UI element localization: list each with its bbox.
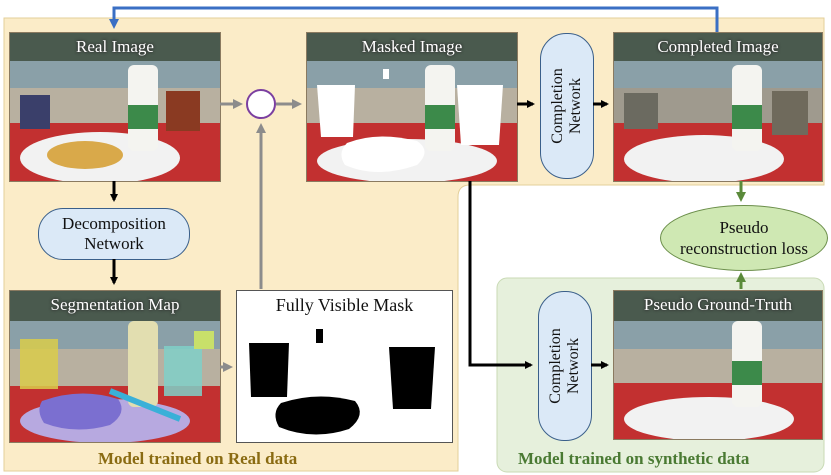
completion-network-bottom-line2: Network bbox=[565, 338, 582, 394]
masked-image: Masked Image bbox=[306, 32, 518, 182]
completion-network-bottom-text: Completion Network bbox=[547, 328, 583, 404]
completion-network-top: Completion Network bbox=[540, 33, 594, 179]
decomposition-network: Decomposition Network bbox=[38, 208, 190, 260]
real-image-picture bbox=[10, 33, 220, 181]
segmentation-map-picture bbox=[10, 291, 220, 442]
completed-image-picture bbox=[614, 33, 822, 181]
fully-visible-mask-label: Fully Visible Mask bbox=[275, 295, 414, 315]
pseudo-ground-truth-label: Pseudo Ground-Truth bbox=[643, 295, 793, 314]
masked-image-picture bbox=[307, 33, 517, 181]
completed-image-label: Completed Image bbox=[657, 37, 779, 56]
decomposition-network-line2: Network bbox=[84, 234, 144, 253]
real-data-caption: Model trained on Real data bbox=[98, 449, 298, 468]
loss-line2: reconstruction loss bbox=[680, 239, 808, 258]
visible-mask-shapes bbox=[249, 329, 435, 435]
loss-line1: Pseudo bbox=[719, 218, 769, 237]
pseudo-ground-truth: Pseudo Ground-Truth bbox=[613, 290, 823, 440]
completion-network-bottom-line1: Completion bbox=[547, 328, 564, 404]
segmentation-map: Segmentation Map bbox=[9, 290, 221, 443]
segmentation-map-label: Segmentation Map bbox=[50, 295, 180, 314]
synthetic-data-caption: Model trained on synthetic data bbox=[518, 449, 750, 468]
fully-visible-mask: Fully Visible Mask bbox=[236, 290, 453, 443]
completion-network-top-line2: Network bbox=[567, 78, 584, 134]
completion-network-bottom: Completion Network bbox=[538, 291, 592, 441]
masked-image-label: Masked Image bbox=[361, 37, 463, 56]
decomposition-network-line1: Decomposition bbox=[62, 214, 166, 233]
completion-network-top-text: Completion Network bbox=[549, 68, 585, 144]
real-image-label: Real Image bbox=[76, 37, 154, 56]
pseudo-ground-truth-picture bbox=[614, 291, 822, 439]
pseudo-reconstruction-loss: Pseudo reconstruction loss bbox=[660, 205, 828, 271]
real-image: Real Image bbox=[9, 32, 221, 182]
completed-image: Completed Image bbox=[613, 32, 823, 182]
completion-network-top-line1: Completion bbox=[549, 68, 566, 144]
